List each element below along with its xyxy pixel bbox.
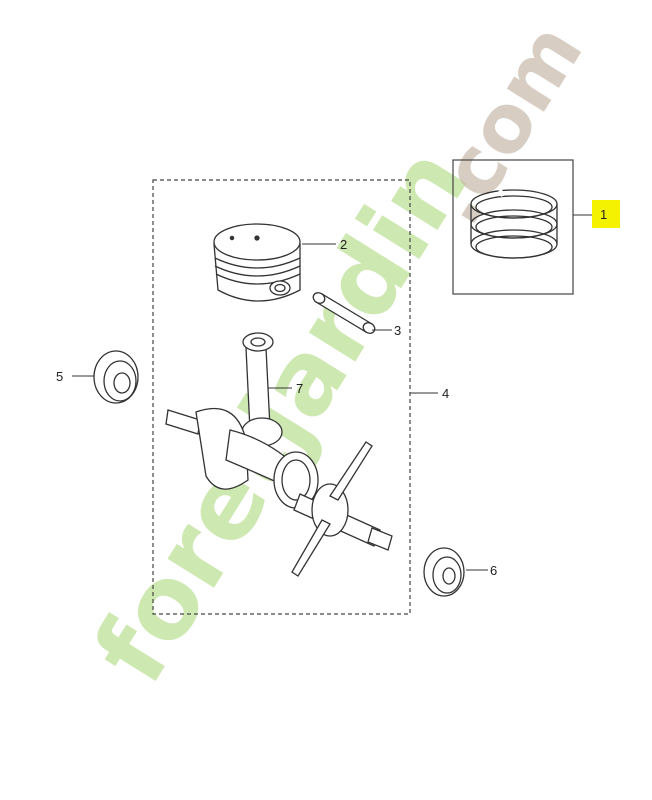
callout-2[interactable]: 2: [340, 237, 347, 252]
callout-3[interactable]: 3: [394, 323, 401, 338]
ring-set-box: [452, 159, 574, 295]
oil-seal-right: [423, 547, 465, 597]
callout-1[interactable]: 1: [600, 207, 607, 222]
oil-seal-left: [93, 350, 139, 404]
callout-7[interactable]: 7: [296, 381, 303, 396]
piston-pin: [312, 292, 376, 334]
piston: [213, 223, 301, 302]
leader-lines: [72, 214, 592, 571]
callout-4[interactable]: 4: [442, 386, 449, 401]
watermark-main: foretjardin: [71, 127, 491, 702]
assembly-box: [152, 179, 411, 615]
callout-6[interactable]: 6: [490, 563, 497, 578]
piston-ring-set: [470, 189, 558, 259]
connecting-rod: [241, 332, 283, 447]
watermark: foretjardin .com: [71, 7, 601, 702]
watermark-tail: .com: [407, 7, 600, 240]
callout-5[interactable]: 5: [56, 369, 63, 384]
callout-1-highlight: [592, 200, 620, 228]
crankshaft: [165, 407, 393, 577]
